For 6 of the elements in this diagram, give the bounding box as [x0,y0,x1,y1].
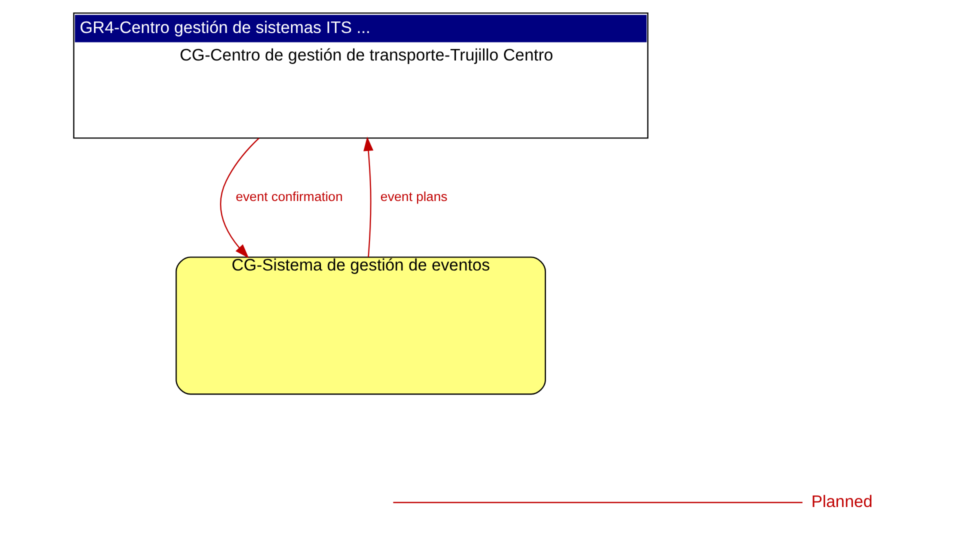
legend-label: Planned [810,492,872,511]
node-box: CG-Sistema de gestión de eventos [175,256,546,395]
edge-label: event plans [380,188,447,204]
arrow [362,136,373,258]
arrow [220,138,259,258]
edge-label: event confirmation [235,188,342,204]
